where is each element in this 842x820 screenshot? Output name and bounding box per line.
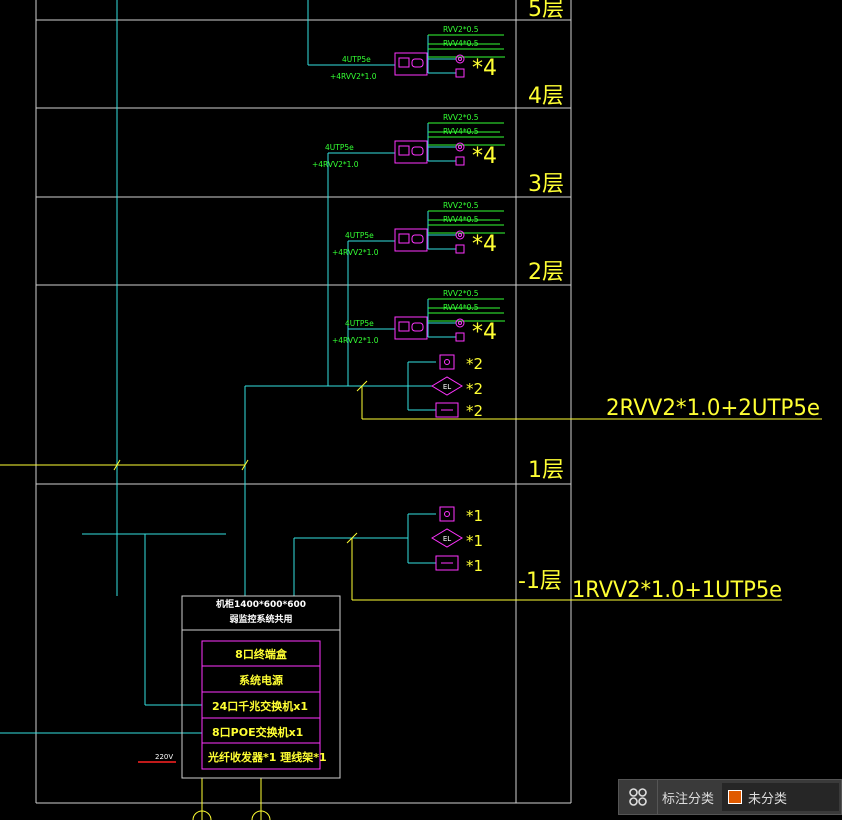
floorm1-mult-3: *1 [466, 557, 483, 575]
power-cable-label: +4RVV2*1.0 [330, 72, 377, 81]
power-cable-label: +4RVV2*1.0 [312, 160, 359, 169]
device-multiplier: *4 [472, 56, 497, 81]
cabinet-row-terminal-box: 8口终端盒 [235, 647, 288, 661]
power-cable-label: +4RVV2*1.0 [332, 336, 379, 345]
rvv2-label: RVV2*0.5 [443, 289, 479, 298]
floorm1-mult-2: *1 [466, 532, 483, 550]
cabinet-header-2: 弱监控系统共用 [229, 613, 292, 625]
floor1-mult-2: *2 [466, 380, 483, 398]
rvv4-label: RVV4*0.5 [443, 39, 479, 48]
cabinet-row-poe-switch: 8口POE交换机x1 [212, 725, 303, 739]
floor-label-5: 5层 [528, 0, 564, 22]
rvv2-label: RVV2*0.5 [443, 25, 479, 34]
floor-device-blocks: RVV2*0.5RVV4*0.54UTP5e+4RVV2*1.0*4RVV2*0… [312, 25, 505, 345]
floor1-devices: EL *2 *2 *2 [431, 354, 483, 420]
rvv4-label: RVV4*0.5 [443, 303, 479, 312]
utp-label: 4UTP5e [325, 143, 354, 152]
bottom-terminals [192, 810, 271, 820]
cabinet-row-fiber-transceiver: 光纤收发器*1 理线架*1 [207, 750, 327, 764]
category-grid-icon[interactable] [619, 779, 658, 815]
floor1-mult-1: *2 [466, 355, 483, 373]
category-color-swatch [728, 790, 743, 804]
el-symbol-label: EL [443, 383, 451, 391]
annotation-category-panel: 标注分类 未分类 [618, 779, 842, 815]
power-cable-label: +4RVV2*1.0 [332, 248, 379, 257]
el-symbol-label: EL [443, 535, 451, 543]
floor1-mult-3: *2 [466, 402, 483, 420]
floor-label-4: 4层 [528, 84, 564, 109]
utp-label: 4UTP5e [345, 319, 374, 328]
annotation-leaders [0, 380, 822, 820]
floorm1-devices: EL *1 *1 *1 [431, 506, 483, 575]
annotation-category-value: 未分类 [748, 791, 788, 807]
utp-label: 4UTP5e [342, 55, 371, 64]
floor-label-2: 2层 [528, 260, 564, 285]
device-multiplier: *4 [472, 144, 497, 169]
floorm1-mult-1: *1 [466, 507, 483, 525]
floor-label-1: 1层 [528, 458, 564, 483]
annotation-category-label: 标注分类 [662, 791, 715, 807]
floorm1-cable-annotation: 1RVV2*1.0+1UTP5e [572, 578, 782, 603]
cabinet-header-1: 机柜1400*600*600 [216, 598, 306, 610]
rvv2-label: RVV2*0.5 [443, 201, 479, 210]
floor-grid [35, 0, 572, 804]
power-220v-label: 220V [155, 753, 173, 761]
rvv4-label: RVV4*0.5 [443, 127, 479, 136]
device-multiplier: *4 [472, 320, 497, 345]
utp-label: 4UTP5e [345, 231, 374, 240]
cabinet-row-power: 系统电源 [239, 673, 283, 687]
cabinet-row-gigabit-switch: 24口千兆交换机x1 [212, 699, 308, 713]
floor1-cable-annotation: 2RVV2*1.0+2UTP5e [606, 396, 820, 421]
floor-label-3: 3层 [528, 172, 564, 197]
trunk-cables [0, 0, 436, 734]
annotation-category-dropdown[interactable]: 未分类 [722, 783, 839, 811]
rvv2-label: RVV2*0.5 [443, 113, 479, 122]
rvv4-label: RVV4*0.5 [443, 215, 479, 224]
device-multiplier: *4 [472, 232, 497, 257]
network-cabinet: 机柜1400*600*600 弱监控系统共用 8口终端盒 系统电源 24口千兆交… [181, 595, 341, 779]
floor-label-minus1: -1层 [518, 569, 562, 594]
